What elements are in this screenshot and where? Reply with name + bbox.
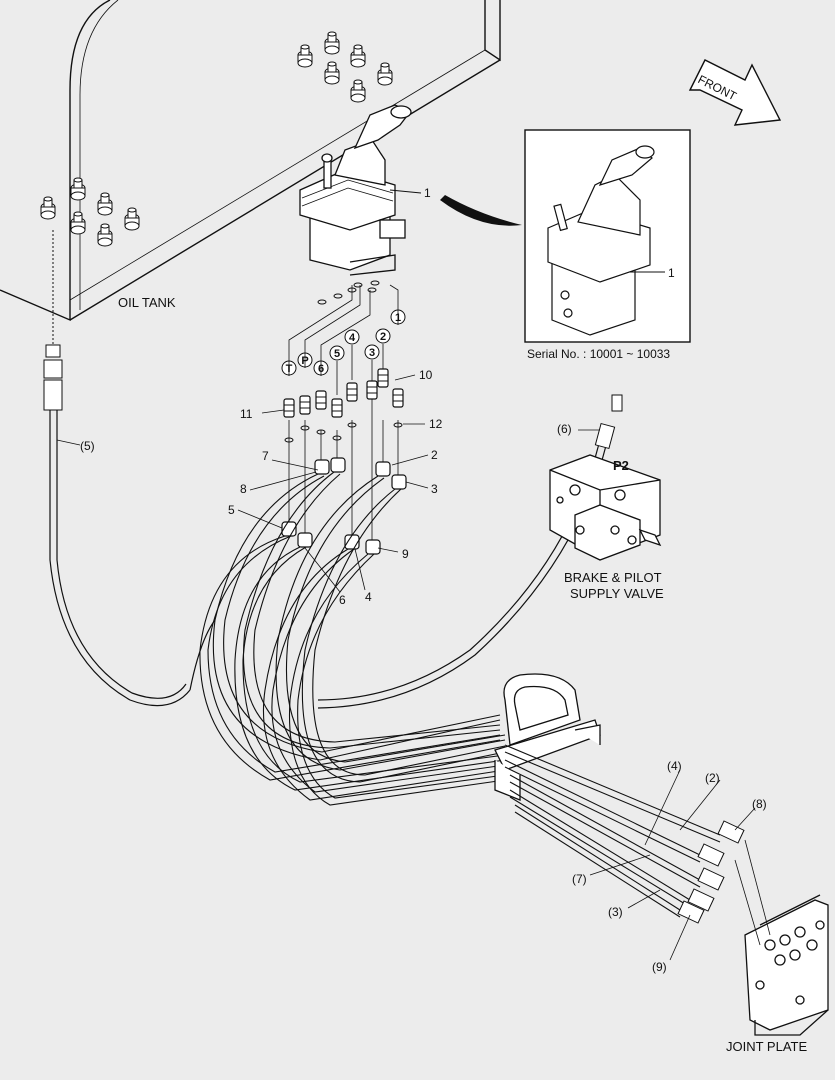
callout-10: 10 [419,368,433,382]
hose-label-8: (8) [752,797,767,811]
callout-7: 7 [262,449,269,463]
callout-5: 5 [228,503,235,517]
p2-label: P2 [613,458,629,473]
oil-tank-label: OIL TANK [118,295,176,310]
callout-12: 12 [429,417,443,431]
fittings [283,368,404,443]
hose-label-7: (7) [572,872,587,886]
callout-4: 4 [365,590,372,604]
hose-end-fittings [677,820,745,924]
hose-label-3: (3) [608,905,623,919]
hose-label-4: (4) [667,759,682,773]
callout-1: 1 [424,186,431,200]
hose-label-5: (5) [80,439,95,453]
port-4: 4 [344,329,360,345]
hose-6-fitting [594,422,616,450]
hose-label-2: (2) [705,771,720,785]
svg-text:4: 4 [349,332,356,344]
svg-text:5: 5 [334,348,340,360]
serial-number-label: Serial No. : 10001 ~ 10033 [527,347,670,361]
port-3: 3 [364,344,380,360]
hose-5 [49,410,216,707]
svg-text:2: 2 [380,331,386,343]
hose-clamp-bracket [494,673,601,801]
hose-5-fittings [43,230,63,411]
joint-plate-label: JOINT PLATE [726,1039,807,1054]
callout-6: 6 [339,593,346,607]
callout-2: 2 [431,448,438,462]
hose-bundle [199,471,506,806]
hose-label-6: (6) [557,422,572,436]
callout-11: 11 [240,407,253,421]
port-5: 5 [329,345,345,361]
valve-label-line1: BRAKE & PILOT [564,570,662,585]
elbows [281,457,407,555]
inset-callout-1: 1 [668,266,675,280]
callout-leaders [56,374,756,961]
joystick-valve [299,104,412,276]
callout-numbers: 2 3 4 5 6 7 8 9 10 11 12 (2) (3) (4) (5)… [80,368,767,974]
hose-label-9: (9) [652,960,667,974]
brake-pilot-supply-valve [549,454,662,561]
svg-text:3: 3 [369,347,375,359]
callout-3: 3 [431,482,438,496]
callout-8: 8 [240,482,247,496]
joint-plate [734,839,829,1036]
front-arrow: FRONT [688,59,782,126]
port-markers: T P 6 5 4 3 2 1 [281,309,406,376]
inset-detail: 1 Serial No. : 10001 ~ 10033 [440,129,691,361]
port-2: 2 [375,328,391,344]
valve-label-line2: SUPPLY VALVE [570,586,664,601]
oil-tank [0,0,501,322]
callout-9: 9 [402,547,409,561]
hoses-to-joint-plate [504,744,721,918]
p2-fitting [611,394,623,412]
